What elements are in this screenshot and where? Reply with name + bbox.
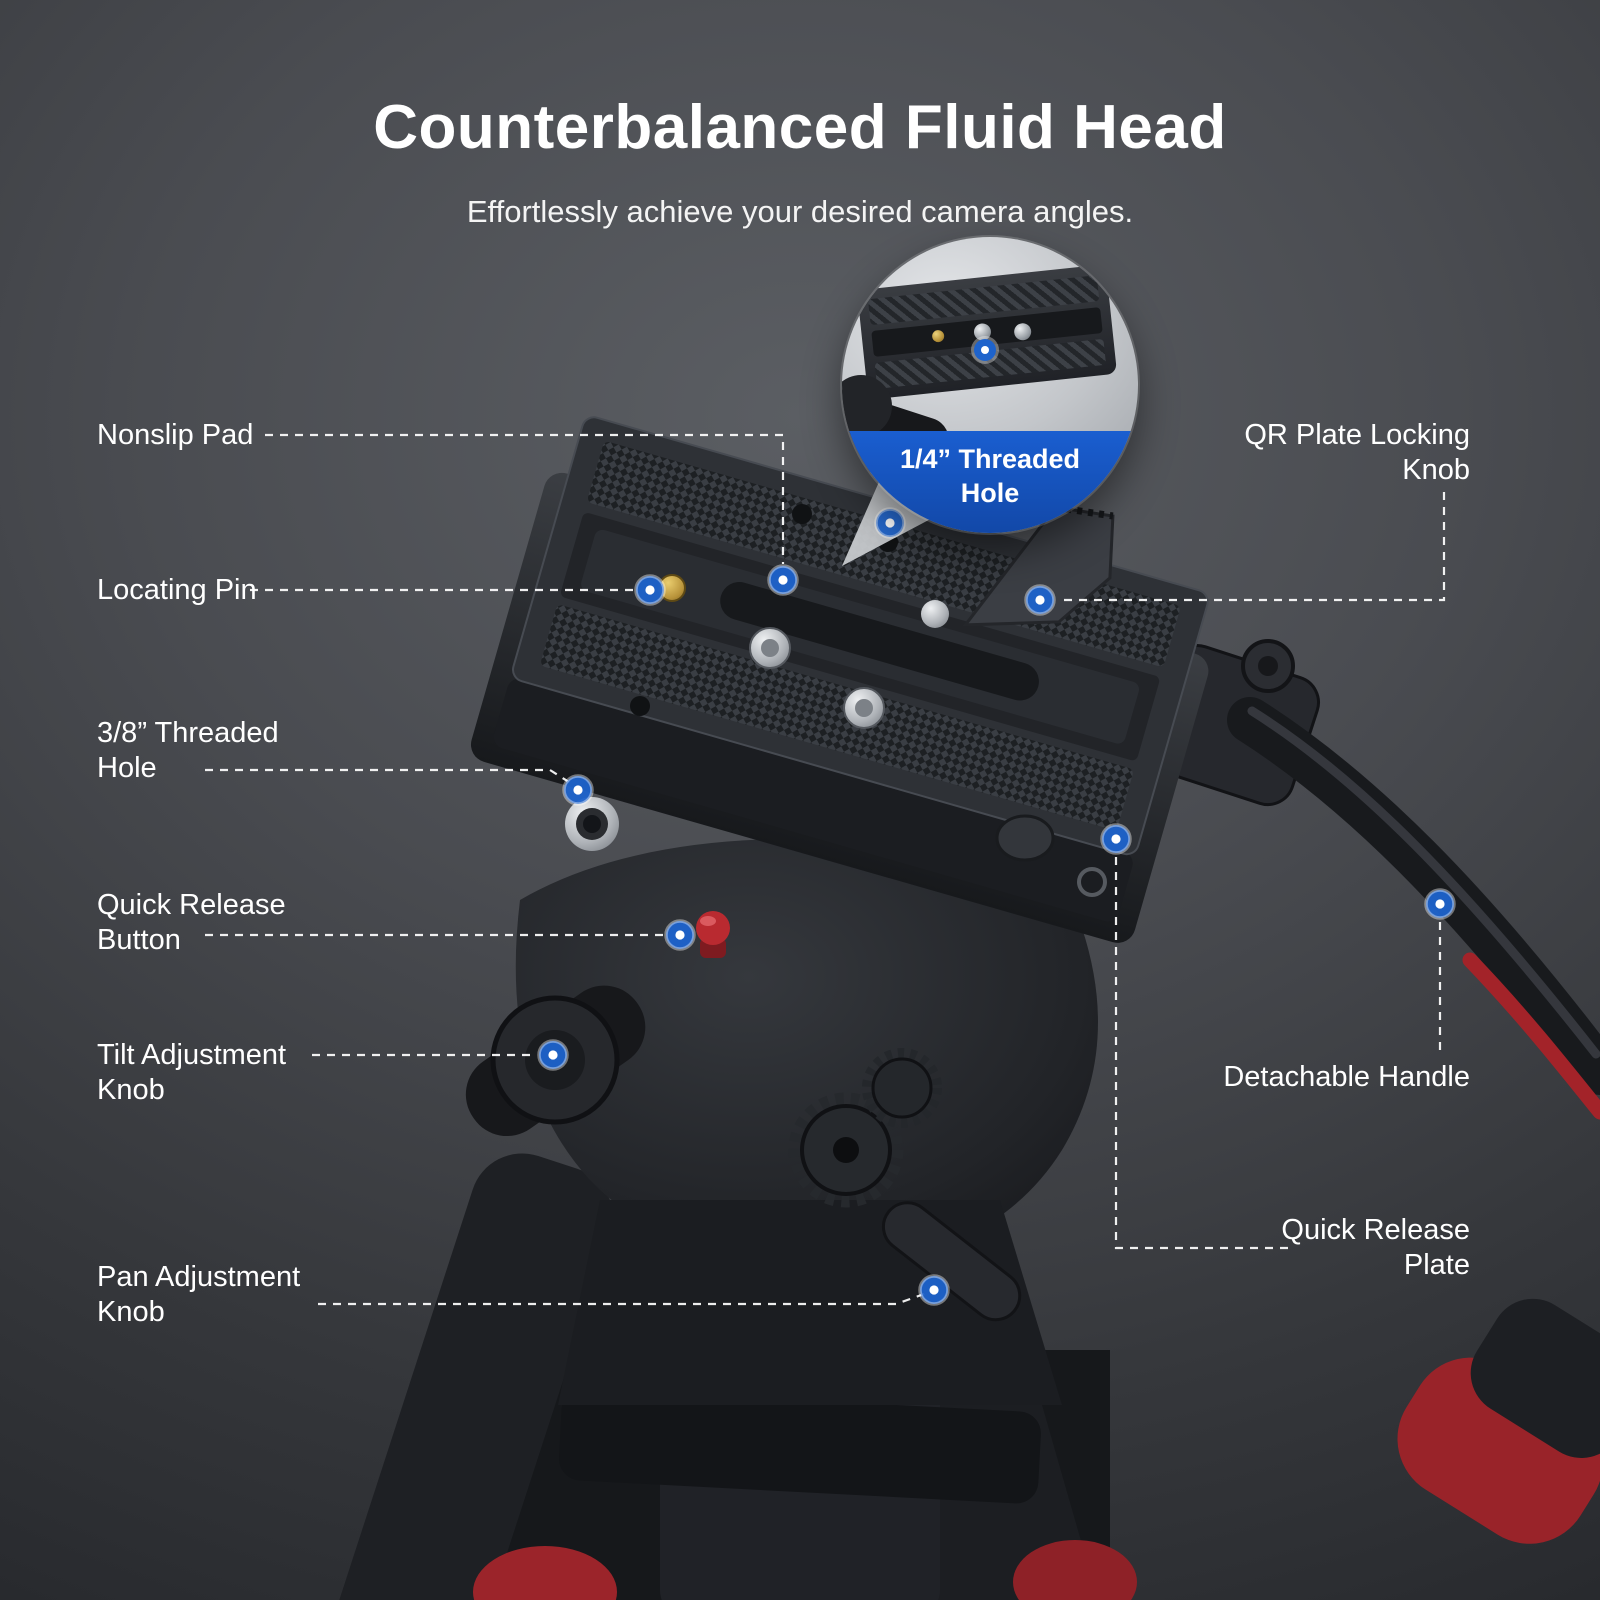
marker-nonslip-pad	[767, 564, 799, 596]
label-quick-release-plate: Quick Release Plate	[1281, 1214, 1470, 1282]
camera-screws	[749, 627, 885, 729]
marker-detachable-handle	[1424, 888, 1456, 920]
counterbalance-gear	[788, 1048, 942, 1208]
marker-inset-threaded-hole	[974, 339, 996, 361]
label-qr-locking-knob: QR Plate Locking Knob	[1244, 419, 1470, 487]
marker-qr-locking-knob	[1024, 584, 1056, 616]
label-detachable-handle: Detachable Handle	[1223, 1061, 1470, 1093]
inset-mini-plate	[856, 264, 1118, 400]
inset-label-line1: 1/4” Threaded	[899, 444, 1081, 475]
marker-pan-knob	[918, 1274, 950, 1306]
inset-label-band: 1/4” Threaded Hole	[842, 431, 1138, 533]
quick-release-button	[696, 911, 730, 958]
page-subtitle: Effortlessly achieve your desired camera…	[466, 194, 1134, 229]
threaded-hole-3-8	[565, 797, 619, 851]
label-threaded-hole: 3/8” Threaded Hole	[97, 717, 279, 785]
marker-quick-release-plate	[1100, 823, 1132, 855]
inset-knob	[842, 375, 892, 437]
label-nonslip-pad: Nonslip Pad	[97, 419, 254, 451]
detachable-handle	[1145, 639, 1600, 1120]
detail-inset-circle: 1/4” Threaded Hole	[842, 237, 1138, 533]
leader-lines	[205, 433, 1446, 1306]
label-quick-release-button: Quick Release Button	[97, 889, 286, 957]
label-pan-knob: Pan Adjustment Knob	[97, 1261, 301, 1329]
quick-release-plate	[470, 416, 1209, 958]
inset-label-line2: Hole	[960, 477, 1020, 508]
label-tilt-knob: Tilt Adjustment Knob	[97, 1039, 287, 1107]
fluid-head-body	[465, 838, 1098, 1405]
page-title: Counterbalanced Fluid Head	[373, 93, 1227, 162]
marker-locating-pin	[634, 574, 666, 606]
label-locating-pin: Locating Pin	[97, 574, 257, 606]
marker-tilt-knob	[537, 1039, 569, 1071]
marker-quick-release-button	[664, 919, 696, 951]
marker-threaded-hole	[562, 774, 594, 806]
